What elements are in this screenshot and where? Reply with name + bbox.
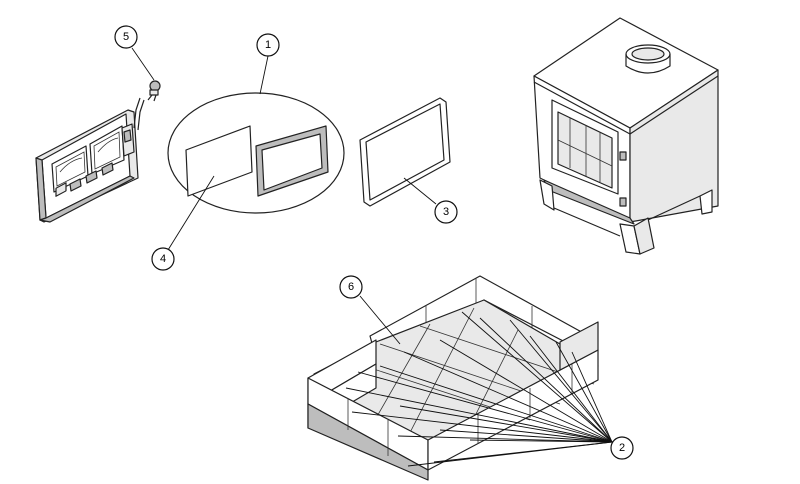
callout-6: 6	[339, 275, 363, 299]
glass-pane-part	[185, 125, 253, 197]
callout-1-label: 1	[265, 39, 271, 51]
glass-kit-group	[167, 92, 345, 214]
stove-body	[533, 17, 719, 255]
callout-4: 4	[151, 247, 175, 271]
callout-4-label: 4	[160, 253, 166, 265]
callout-1: 1	[256, 33, 280, 57]
callout-5: 5	[114, 25, 138, 49]
callout-5-label: 5	[123, 31, 129, 43]
callout-2: 2	[610, 436, 634, 460]
leader-lines	[131, 47, 613, 467]
callout-3-label: 3	[443, 206, 449, 218]
rope-gasket-part	[359, 97, 451, 207]
door-knob-part	[147, 80, 161, 102]
callout-2-label: 2	[619, 442, 625, 454]
door-assembly	[35, 97, 145, 223]
callout-6-label: 6	[348, 281, 354, 293]
callout-3: 3	[434, 200, 458, 224]
firebrick-set	[307, 275, 599, 481]
